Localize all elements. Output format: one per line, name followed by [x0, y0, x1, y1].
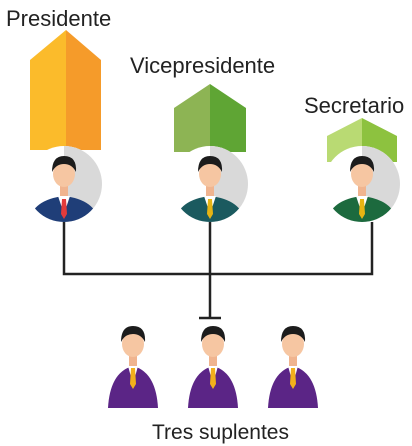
- substitute-figure-1: [108, 326, 158, 408]
- substitute-figure-3: [268, 326, 318, 408]
- connector-lines: [62, 222, 374, 320]
- presidente-label: Presidente: [6, 6, 112, 31]
- vicepresidente-avatar: [172, 146, 248, 222]
- substitutes-label: Tres suplentes: [152, 421, 289, 444]
- secretario-label: Secretario: [304, 93, 405, 118]
- presidente-avatar: [26, 146, 102, 222]
- vicepresidente-label: Vicepresidente: [130, 53, 276, 78]
- secretario-avatar: [324, 146, 400, 222]
- vicepresidente-arrow: [174, 84, 246, 152]
- presidente-arrow: [30, 30, 101, 150]
- substitute-figure-2: [188, 326, 238, 408]
